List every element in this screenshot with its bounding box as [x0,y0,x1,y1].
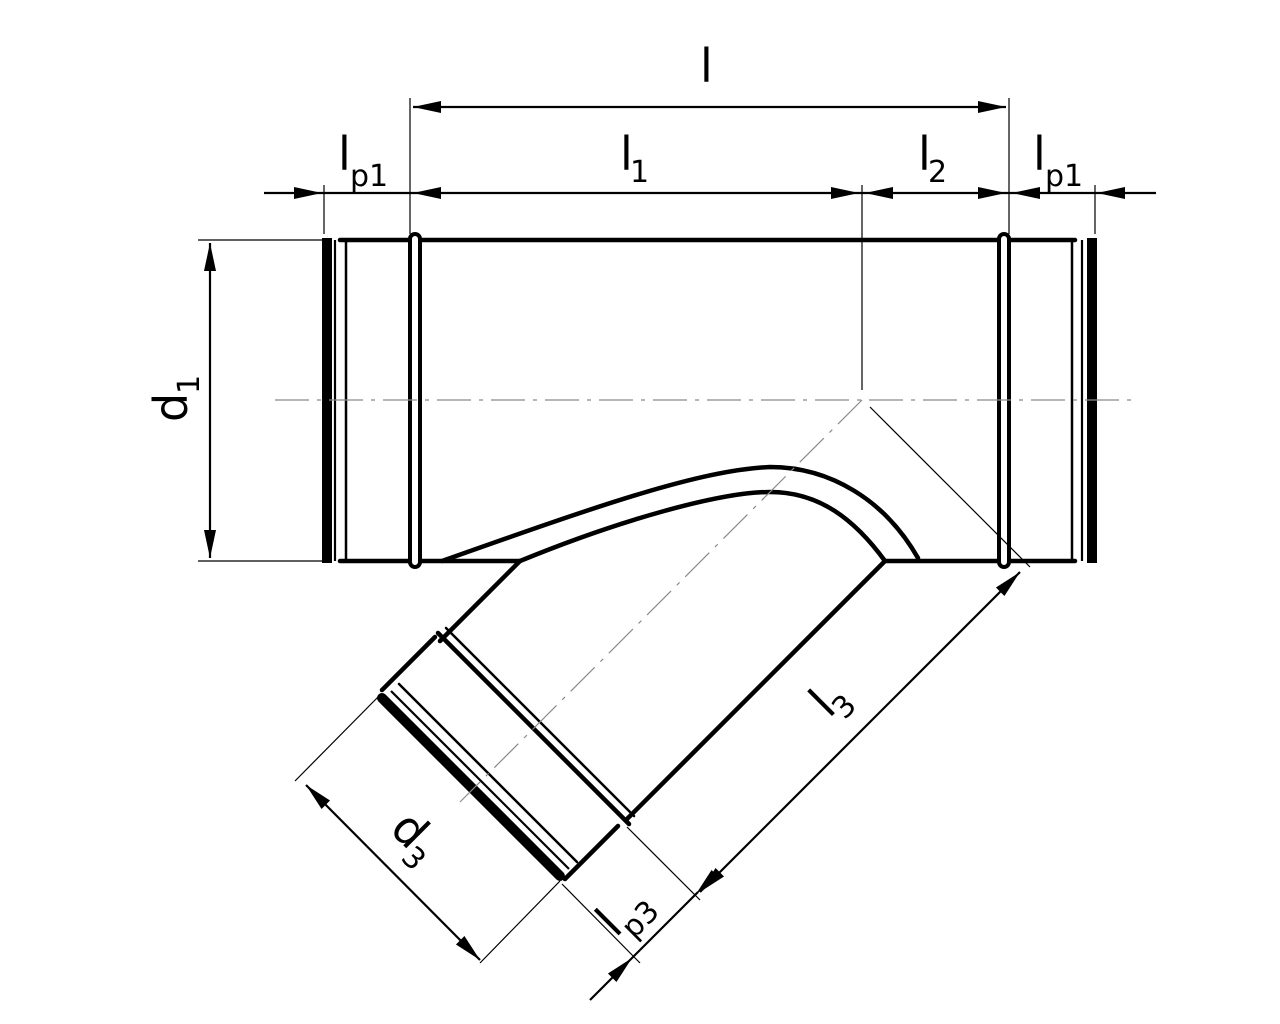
branch-duct [377,464,921,882]
dimension-d3 [301,780,485,965]
label-l2: l 2 [918,127,947,190]
center-lines [275,399,1135,803]
label-lp1-right: l p1 [1033,127,1083,194]
label-l1-sub: 1 [630,155,649,190]
label-l2-sub: 2 [928,155,947,190]
dimension-d1 [204,243,216,558]
dimension-lp3 [589,869,721,1001]
label-l3: l 3 [799,680,864,727]
dimension-l [413,101,1006,113]
extension-lines [198,98,1096,964]
label-d1-text: d [144,393,198,422]
label-l2-text: l [918,127,931,181]
label-d1-sub: 1 [172,375,207,394]
label-d1: d 1 [144,375,207,422]
label-l1: l 1 [620,127,649,190]
label-l-text: l [700,39,713,93]
label-lp1-right-sub: p1 [1045,159,1083,194]
label-l: l [700,39,713,93]
dimension-l3 [695,567,1025,897]
label-lp1-right-text: l [1033,127,1046,181]
label-lp1-left-sub: p1 [350,159,388,194]
label-lp1-left: l p1 [338,127,388,194]
label-lp1-left-text: l [338,127,351,181]
dimension-row-l1-l2-lp1 [264,187,1156,199]
label-lp3: l p3 [585,894,666,946]
label-l1-text: l [620,127,633,181]
